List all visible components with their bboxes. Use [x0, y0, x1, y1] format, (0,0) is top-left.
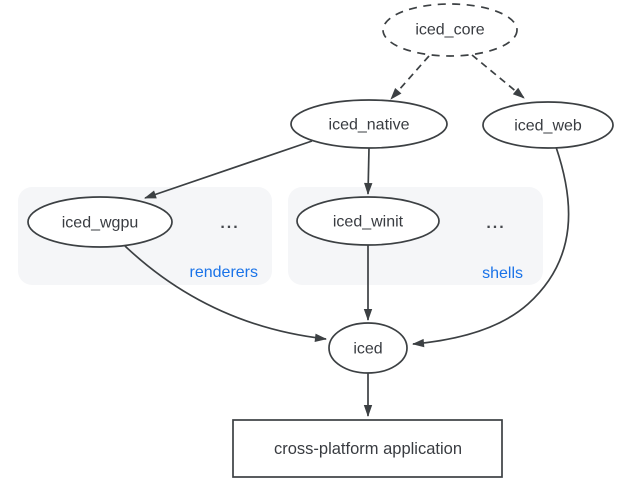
node-iced-wgpu-ellipse — [27, 196, 173, 248]
edge-iced-web-to-iced — [412, 146, 570, 348]
edge-iced-native-to-iced-winit — [364, 147, 373, 195]
node-application-rect — [232, 419, 503, 478]
node-labels: iced_core iced_native iced_web iced_wgpu… — [62, 22, 582, 459]
group-labels: ... ... renderers shells — [190, 215, 523, 282]
node-iced-winit-ellipse — [296, 196, 440, 246]
edge-iced-native-to-iced-wgpu — [144, 140, 313, 199]
node-iced-winit-label: iced_winit — [333, 214, 404, 231]
edge-iced-core-to-iced-native — [390, 55, 430, 100]
node-iced-web-label: iced_web — [514, 118, 582, 135]
node-iced-native-label: iced_native — [329, 117, 410, 134]
group-renderers-caption: renderers — [190, 264, 258, 281]
node-iced-wgpu-label: iced_wgpu — [62, 215, 139, 232]
node-iced-native-ellipse — [290, 99, 448, 149]
node-iced-core-ellipse — [382, 3, 518, 57]
node-application-label: cross-platform application — [274, 440, 462, 458]
group-shells-ellipsis: ... — [486, 215, 505, 232]
group-shells-caption: shells — [482, 265, 523, 282]
node-iced-label: iced — [353, 341, 382, 358]
node-iced-web-ellipse — [482, 101, 614, 149]
edges — [124, 54, 570, 417]
edge-iced-core-to-iced-web — [471, 54, 525, 99]
node-shapes — [27, 3, 614, 478]
edge-iced-wgpu-to-iced — [124, 245, 327, 342]
node-iced-core-label: iced_core — [415, 22, 484, 39]
node-iced-ellipse — [328, 322, 408, 374]
group-renderers-ellipsis: ... — [220, 215, 239, 232]
